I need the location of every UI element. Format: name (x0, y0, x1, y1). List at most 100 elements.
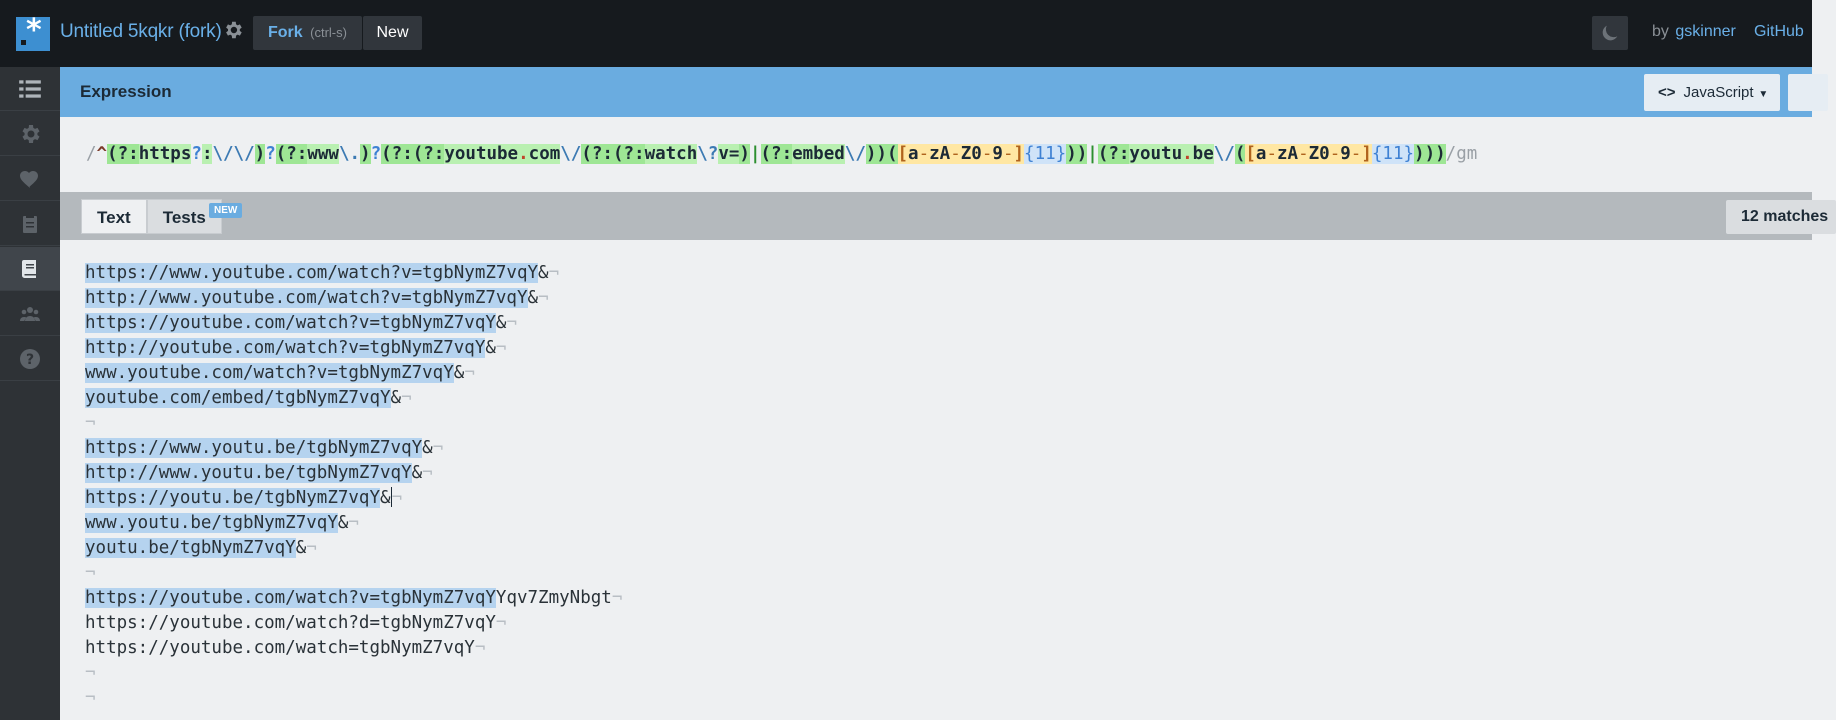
match-highlight[interactable]: https://www.youtube.com/watch?v=tgbNymZ7… (85, 263, 539, 283)
text-line: http://www.youtu.be/tgbNymZ7vqY&¬ (85, 461, 433, 486)
unmatched-text: https://youtube.com/watch?d=tgbNymZ7vqY (85, 613, 496, 633)
match-highlight[interactable]: www.youtube.com/watch?v=tgbNymZ7vqY (85, 363, 454, 383)
document-title[interactable]: Untitled 5kqkr (fork) (60, 21, 222, 42)
text-line: ¬ (85, 411, 96, 436)
match-highlight[interactable]: www.youtu.be/tgbNymZ7vqY (85, 513, 338, 533)
unmatched-text: & (411, 463, 423, 483)
match-highlight[interactable]: https://youtube.com/watch?v=tgbNymZ7vqY (85, 588, 496, 608)
text-line: http://youtube.com/watch?v=tgbNymZ7vqY&¬ (85, 336, 506, 361)
newline-marker: ¬ (495, 613, 507, 633)
text-line: https://youtube.com/watch?d=tgbNymZ7vqY¬ (85, 611, 506, 636)
moon-icon (1602, 25, 1618, 41)
unmatched-text: Yqv7ZmyNbgt (495, 588, 612, 608)
text-line: www.youtube.com/watch?v=tgbNymZ7vqY&¬ (85, 361, 475, 386)
unmatched-text: & (453, 363, 465, 383)
newline-marker: ¬ (495, 338, 507, 358)
text-tabs: Text Tests (81, 199, 222, 234)
text-line: ¬ (85, 686, 96, 711)
newline-marker: ¬ (391, 488, 403, 508)
text-line: https://www.youtube.com/watch?v=tgbNymZ7… (85, 261, 559, 286)
text-line: https://youtube.com/watch?v=tgbNymZ7vqYY… (85, 586, 622, 611)
unmatched-text: & (295, 538, 307, 558)
svg-text:?: ? (26, 352, 34, 368)
newline-marker: ¬ (432, 438, 444, 458)
newline-marker: ¬ (538, 288, 549, 308)
fork-button[interactable]: Fork (ctrl-s) (253, 16, 362, 50)
fork-label: Fork (268, 24, 303, 41)
match-highlight[interactable]: https://youtu.be/tgbNymZ7vqY (85, 488, 381, 508)
newline-marker: ¬ (401, 388, 412, 408)
unmatched-text: & (495, 313, 507, 333)
chevron-down-icon: ▼ (1755, 89, 1769, 100)
menu-icon[interactable] (0, 67, 60, 111)
unmatched-text: & (538, 263, 549, 283)
newline-marker: ¬ (85, 563, 96, 583)
fork-shortcut-hint: (ctrl-s) (310, 25, 347, 40)
sidebar: ? (0, 67, 60, 720)
text-line: https://youtube.com/watch?v=tgbNymZ7vqY&… (85, 311, 517, 336)
unmatched-text: & (337, 513, 349, 533)
newline-marker: ¬ (506, 313, 517, 333)
text-line: ¬ (85, 561, 96, 586)
logo-star-icon: * (26, 13, 42, 48)
match-highlight[interactable]: youtube.com/embed/tgbNymZ7vqY (85, 388, 391, 408)
heart-icon[interactable] (0, 157, 60, 201)
regexr-logo[interactable]: * (16, 13, 50, 51)
new-badge: NEW (209, 203, 243, 218)
newline-marker: ¬ (306, 538, 317, 558)
flavor-label: JavaScript (1683, 84, 1754, 101)
community-icon[interactable] (0, 292, 60, 336)
match-highlight[interactable]: http://www.youtu.be/tgbNymZ7vqY (85, 463, 412, 483)
text-line: youtube.com/embed/tgbNymZ7vqY&¬ (85, 386, 412, 411)
help-icon[interactable]: ? (0, 337, 60, 381)
regex-flags[interactable]: gm (1456, 144, 1478, 164)
theme-toggle-button[interactable] (1592, 16, 1628, 50)
newline-marker: ¬ (464, 363, 475, 383)
clipboard-icon[interactable] (0, 202, 60, 246)
new-button[interactable]: New (363, 16, 422, 50)
newline-marker: ¬ (85, 688, 96, 708)
match-highlight[interactable]: https://www.youtu.be/tgbNymZ7vqY (85, 438, 423, 458)
code-icon: <> (1658, 84, 1676, 101)
newline-marker: ¬ (422, 463, 433, 483)
github-link[interactable]: GitHub (1754, 23, 1804, 40)
expression-editor[interactable]: /^(?:https?:\/\/)?(?:www\.)?(?:(?:youtub… (60, 117, 1812, 192)
regex-pattern[interactable]: /^(?:https?:\/\/)?(?:www\.)?(?:(?:youtub… (86, 144, 1478, 164)
flavor-dropdown[interactable]: <> JavaScript ▼ (1644, 74, 1780, 111)
author-prefix: by (1652, 23, 1669, 40)
tab-text[interactable]: Text (81, 199, 147, 234)
newline-marker: ¬ (85, 413, 96, 433)
unmatched-text: & (485, 338, 496, 358)
text-line: https://www.youtu.be/tgbNymZ7vqY&¬ (85, 436, 443, 461)
expression-label: Expression (80, 82, 172, 101)
settings-icon[interactable] (0, 112, 60, 156)
unmatched-text: & (422, 438, 433, 458)
expression-header: Expression <> JavaScript ▼ (60, 67, 1828, 117)
match-highlight[interactable]: http://www.youtube.com/watch?v=tgbNymZ7v… (85, 288, 528, 308)
newline-marker: ¬ (85, 663, 96, 683)
match-highlight[interactable]: http://youtube.com/watch?v=tgbNymZ7vqY (85, 338, 486, 358)
text-cursor (390, 487, 392, 507)
match-highlight[interactable]: youtu.be/tgbNymZ7vqY (85, 538, 296, 558)
matches-count[interactable]: 12 matches (1726, 200, 1836, 234)
newline-marker: ¬ (548, 263, 560, 283)
unmatched-text: & (390, 388, 402, 408)
top-bar: * Untitled 5kqkr (fork) Fork (ctrl-s) Ne… (0, 0, 1812, 67)
unmatched-text: & (527, 288, 539, 308)
text-line: https://youtu.be/tgbNymZ7vqY&¬ (85, 486, 402, 511)
book-icon[interactable] (0, 247, 60, 291)
match-highlight[interactable]: https://youtube.com/watch?v=tgbNymZ7vqY (85, 313, 496, 333)
newline-marker: ¬ (611, 588, 623, 608)
newline-marker: ¬ (474, 638, 486, 658)
author-credit: by gskinner (1652, 23, 1736, 41)
text-line: www.youtu.be/tgbNymZ7vqY&¬ (85, 511, 359, 536)
author-link[interactable]: gskinner (1675, 23, 1736, 40)
logo-dot (21, 40, 26, 45)
test-text-editor[interactable]: https://www.youtube.com/watch?v=tgbNymZ7… (60, 240, 1812, 720)
text-line: ¬ (85, 661, 96, 686)
text-line: https://youtube.com/watch=tgbNymZ7vqY¬ (85, 636, 485, 661)
gear-icon[interactable] (222, 19, 244, 41)
flag-menu-button[interactable] (1788, 74, 1828, 111)
text-header: Text Tests NEW 12 matches (60, 192, 1836, 240)
unmatched-text: & (380, 488, 391, 508)
